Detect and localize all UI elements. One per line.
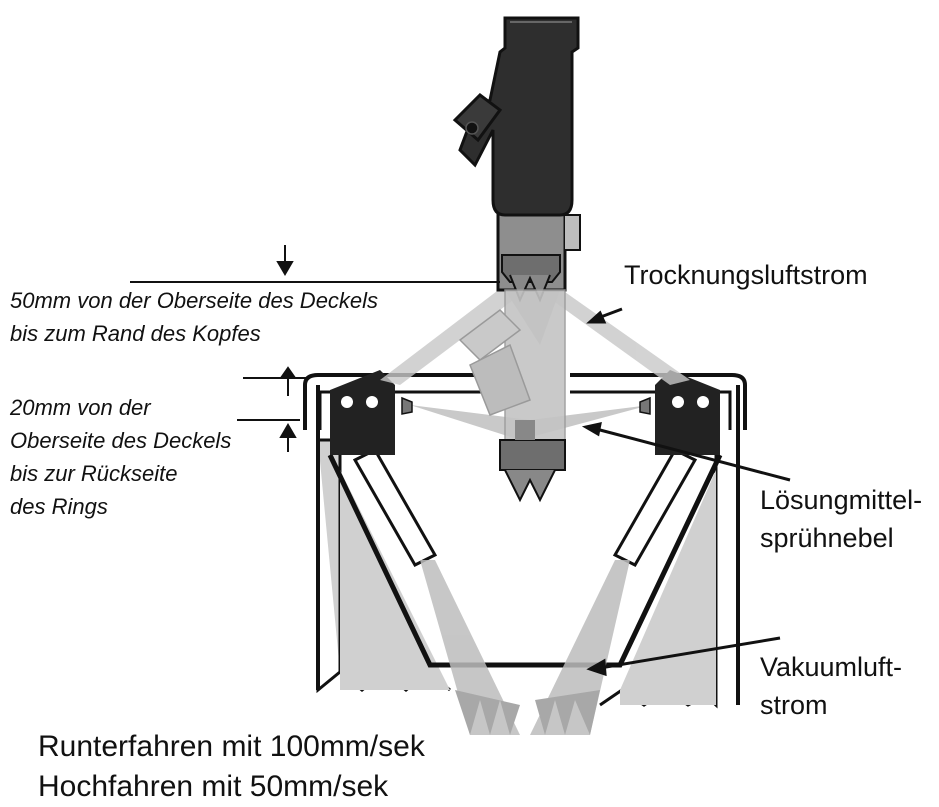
container-walls: [316, 385, 740, 709]
top-distance-line-1: 50mm von der Oberseite des Deckels: [10, 288, 379, 313]
solvent-spray-line-1: Lösungmittel-: [760, 485, 923, 515]
ring-distance-line-1: 20mm von der: [10, 395, 151, 420]
motion-up-line: Hochfahren mit 50mm/sek: [38, 770, 389, 803]
solvent-spray-label: Lösungmittel- sprühnebel: [760, 481, 922, 557]
inner-funnel: [327, 453, 723, 668]
vacuum-airflow-line-1: Vakuumluft-: [760, 652, 903, 682]
motion-speed-label: Runterfahren mit 100mm/sek Hochfahren mi…: [38, 727, 425, 807]
vacuum-airflow-label: Vakuumluft- strom: [760, 648, 902, 724]
ring-distance-line-4: des Rings: [10, 494, 108, 519]
drying-airflow-label: Trocknungsluftstrom: [624, 260, 868, 290]
vacuum-spray: [420, 560, 630, 735]
motion-down-line: Runterfahren mit 100mm/sek: [38, 730, 425, 763]
solvent-spray-line-2: sprühnebel: [760, 523, 894, 553]
ring-distance-line-2: Oberseite des Deckels: [10, 428, 232, 453]
top-distance-line-2: bis zum Rand des Kopfes: [10, 321, 261, 346]
wash-head: [458, 208, 581, 503]
top-distance-label: 50mm von der Oberseite des Deckels bis z…: [10, 284, 378, 350]
dimension-lines: [130, 245, 500, 452]
ring-distance-label: 20mm von der Oberseite des Deckels bis z…: [10, 391, 231, 523]
container-lid: [303, 373, 747, 430]
leader-lines: [581, 307, 791, 677]
vacuum-airflow-line-2: strom: [760, 690, 828, 720]
mounting-blocks: [330, 370, 720, 455]
head-connector: [452, 16, 580, 217]
ring-distance-line-3: bis zur Rückseite: [10, 461, 178, 486]
